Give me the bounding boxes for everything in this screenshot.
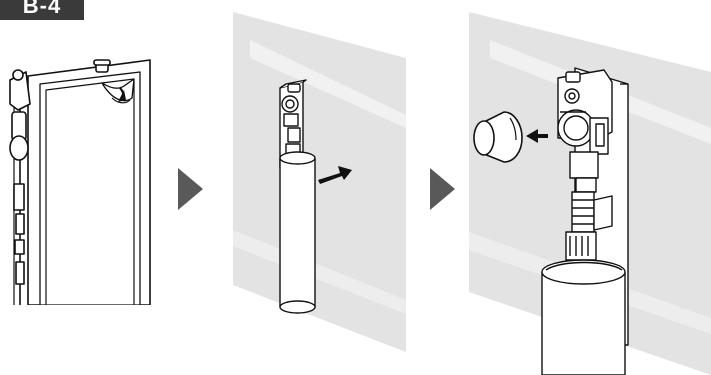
step-arrow-icon-2 (430, 168, 455, 210)
panel-1-cover-removal (10, 60, 150, 305)
step-arrow-icon (178, 168, 203, 210)
panel-3-remove-cap (469, 12, 711, 375)
panel-2-slide-tube (233, 12, 406, 352)
